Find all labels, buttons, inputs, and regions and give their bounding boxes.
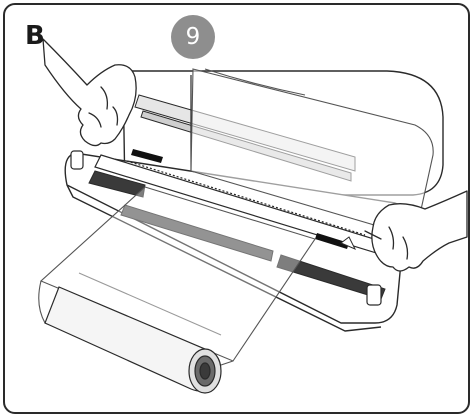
panel-letter: B [25, 21, 45, 51]
bag-roll-icon [44, 286, 222, 394]
sealer-base-edge [66, 184, 382, 332]
latch-right [366, 284, 382, 306]
direction-arrow-icon [340, 236, 357, 250]
bag-sheet [38, 68, 434, 378]
hand-right-icon [364, 190, 468, 272]
step-number-badge: 9 [171, 15, 215, 59]
latch-left [70, 150, 84, 170]
vacuum-channel-center [120, 204, 274, 262]
seal-bar-ticks [126, 160, 366, 236]
illustration-frame: B 9 [3, 3, 470, 414]
illustration-svg [38, 38, 468, 394]
vacuum-slot-left [88, 170, 146, 198]
seal-strip-left [131, 149, 163, 163]
seal-strip-right [315, 233, 349, 249]
hand-left-icon [42, 38, 137, 147]
